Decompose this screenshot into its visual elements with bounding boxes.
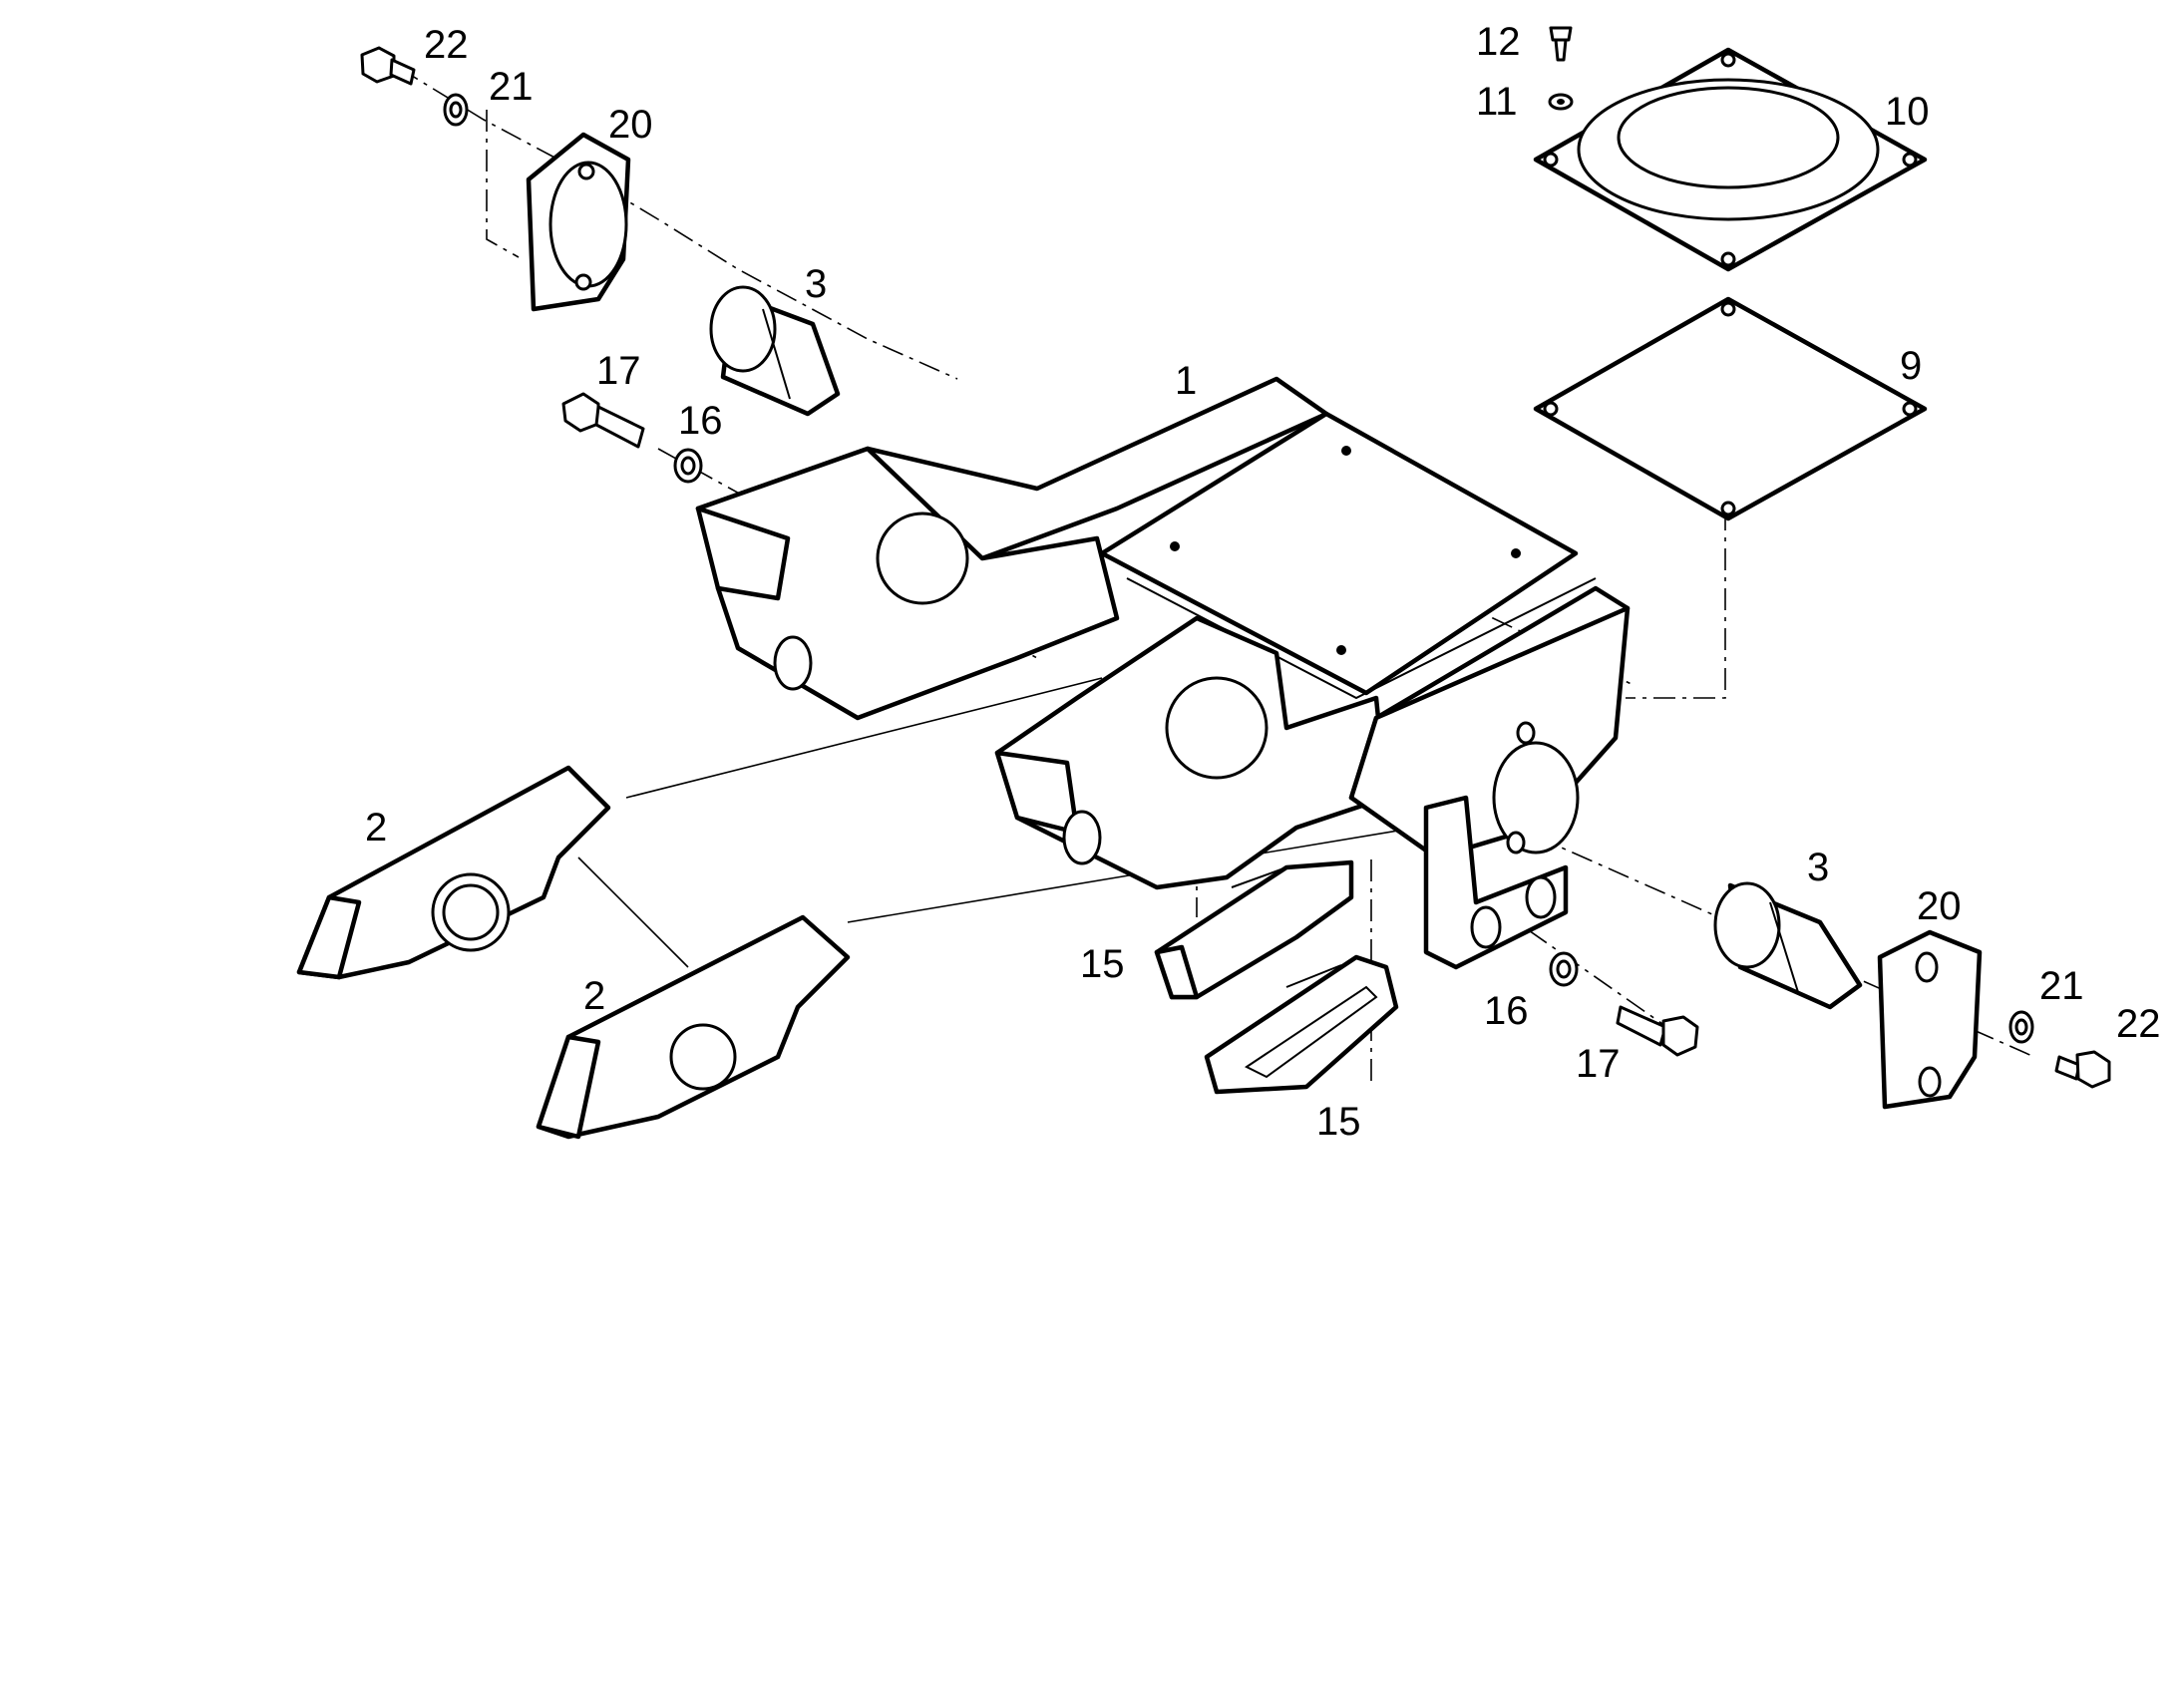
callout-17-upper: 17 (596, 349, 641, 393)
gasket-part-9 (1533, 296, 1928, 521)
pad-part-15-upper (1154, 859, 1354, 1000)
callout-21-upper: 21 (489, 65, 534, 109)
washer-part-21-lower (2008, 1010, 2034, 1044)
callout-1: 1 (1175, 359, 1197, 403)
bushing-part-3-upper (709, 285, 841, 417)
callout-15-upper: 15 (1080, 942, 1125, 986)
screw-part-22-lower (2054, 1050, 2111, 1089)
callout-17-lower: 17 (1576, 1042, 1621, 1086)
callout-21-lower: 21 (2039, 964, 2084, 1008)
washer-part-16-lower (1549, 951, 1579, 987)
main-frame-part-1 (695, 376, 1631, 970)
side-plate-part-2-lower (536, 914, 851, 1140)
cover-part-10 (1533, 47, 1928, 272)
flange-cover-part-20-upper (526, 132, 631, 312)
callout-20-upper: 20 (608, 103, 653, 147)
callout-labels: 1 2 2 3 3 9 10 11 12 15 15 16 16 17 17 2… (365, 20, 2161, 1144)
callout-3-upper: 3 (805, 262, 827, 306)
screw-part-22-upper (360, 46, 416, 86)
callout-9: 9 (1900, 344, 1922, 388)
washer-part-11 (1548, 93, 1574, 111)
callout-16-lower: 16 (1484, 989, 1529, 1033)
callout-22-lower: 22 (2116, 1002, 2161, 1046)
callout-3-lower: 3 (1807, 846, 1829, 889)
flange-cover-part-20-lower (1877, 929, 1983, 1110)
bolt-part-17-lower (1616, 1005, 1699, 1057)
bushing-part-3-lower (1713, 881, 1863, 1010)
callout-2-upper: 2 (365, 806, 387, 850)
callout-22-upper: 22 (424, 23, 469, 67)
pad-part-15-lower (1204, 954, 1399, 1095)
callout-15-lower: 15 (1316, 1100, 1361, 1144)
washer-part-16-upper (673, 448, 703, 484)
callout-16-upper: 16 (678, 399, 723, 443)
screw-part-12 (1549, 26, 1573, 62)
side-plate-part-2-upper (296, 765, 611, 980)
bolt-part-17-upper (561, 392, 645, 449)
callout-20-lower: 20 (1917, 884, 1962, 928)
callout-2-lower: 2 (583, 974, 605, 1018)
callout-12: 12 (1476, 20, 1521, 64)
callout-11: 11 (1476, 80, 1518, 124)
callout-10: 10 (1885, 90, 1930, 134)
washer-part-21-upper (443, 93, 469, 127)
